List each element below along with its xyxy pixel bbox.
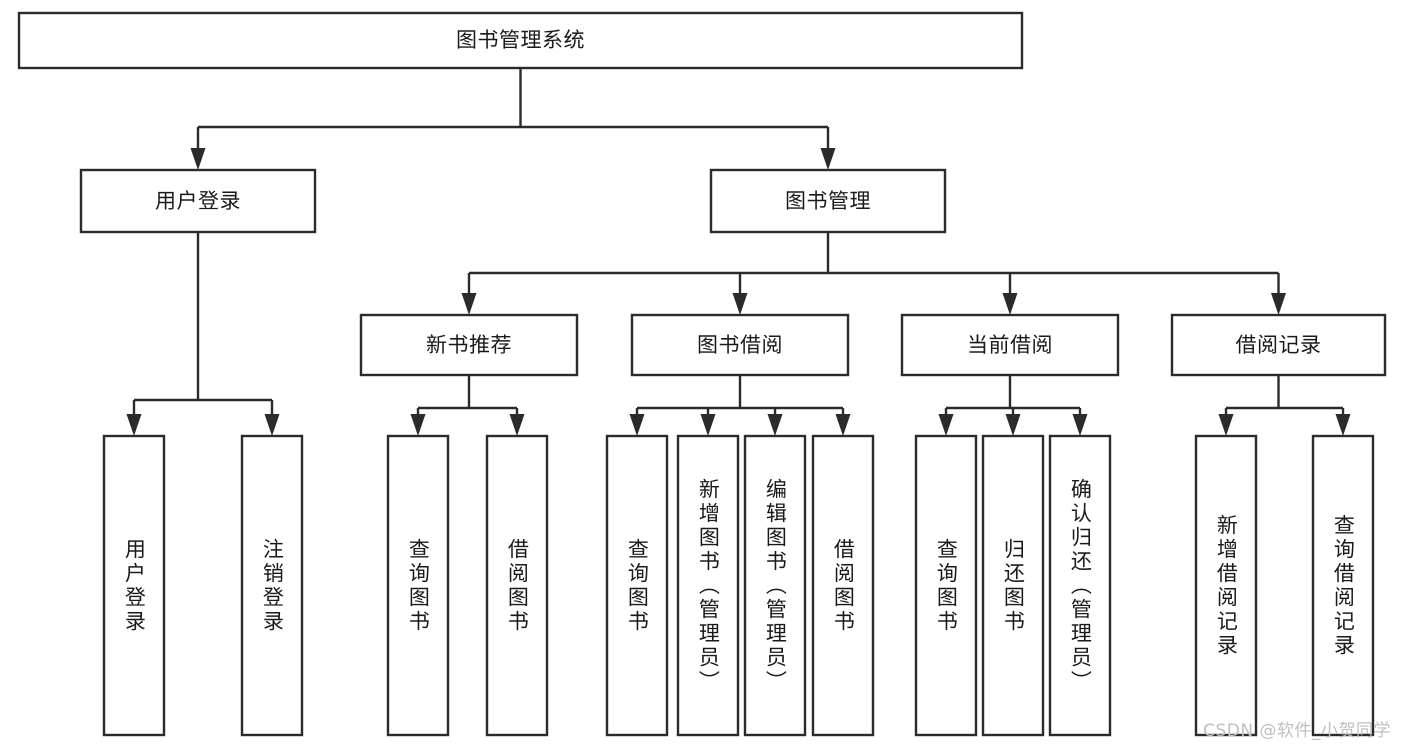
arrow-head-icon xyxy=(1218,414,1234,436)
arrow-head-icon xyxy=(629,414,645,436)
watermark-text: CSDN @软件_小贺同学 xyxy=(1203,721,1391,741)
node-box-leaf-add-book-admin[interactable] xyxy=(676,434,740,737)
arrow-head-icon xyxy=(835,414,851,436)
node-box-borrow-record[interactable] xyxy=(1170,313,1387,377)
arrow-head-icon xyxy=(767,414,783,436)
node-box-leaf-edit-book-admin[interactable] xyxy=(743,434,807,737)
arrow-head-icon xyxy=(190,148,206,170)
node-box-book-manage[interactable] xyxy=(709,168,947,234)
arrow-head-icon xyxy=(820,148,836,170)
arrow-head-icon xyxy=(1271,293,1286,315)
node-box-leaf-add-borrow-record[interactable] xyxy=(1194,434,1258,737)
node-box-leaf-confirm-return-admin[interactable] xyxy=(1048,434,1112,737)
arrow-head-icon xyxy=(461,293,477,315)
arrow-head-icon xyxy=(732,293,748,315)
node-box-leaf-user-login[interactable] xyxy=(102,434,166,737)
node-box-root[interactable] xyxy=(17,11,1024,70)
node-box-leaf-query-book-current[interactable] xyxy=(914,434,978,737)
node-box-leaf-query-book-rec[interactable] xyxy=(386,434,450,737)
node-box-leaf-query-book-borrow[interactable] xyxy=(605,434,669,737)
arrow-head-icon xyxy=(700,414,716,436)
node-box-leaf-return-book[interactable] xyxy=(981,434,1045,737)
node-box-leaf-borrow-book-rec[interactable] xyxy=(485,434,549,737)
arrow-head-icon xyxy=(938,414,954,436)
connectors-layer xyxy=(126,68,1351,436)
node-box-user-login[interactable] xyxy=(79,168,317,234)
arrow-head-icon xyxy=(509,414,525,436)
arrow-head-icon xyxy=(410,414,426,436)
arrow-head-icon xyxy=(126,414,142,436)
node-box-current-borrow[interactable] xyxy=(900,313,1120,377)
nodes-layer xyxy=(17,11,1387,737)
node-box-book-borrow[interactable] xyxy=(630,313,850,377)
arrow-head-icon xyxy=(1002,293,1018,315)
node-box-leaf-query-borrow-record[interactable] xyxy=(1311,434,1375,737)
node-box-leaf-borrow-book[interactable] xyxy=(811,434,875,737)
arrow-head-icon xyxy=(264,414,280,436)
arrow-head-icon xyxy=(1005,414,1021,436)
arrow-head-icon xyxy=(1072,414,1088,436)
node-box-leaf-logout[interactable] xyxy=(240,434,304,737)
node-box-new-book-recommend[interactable] xyxy=(359,313,579,377)
arrow-head-icon xyxy=(1335,414,1351,436)
